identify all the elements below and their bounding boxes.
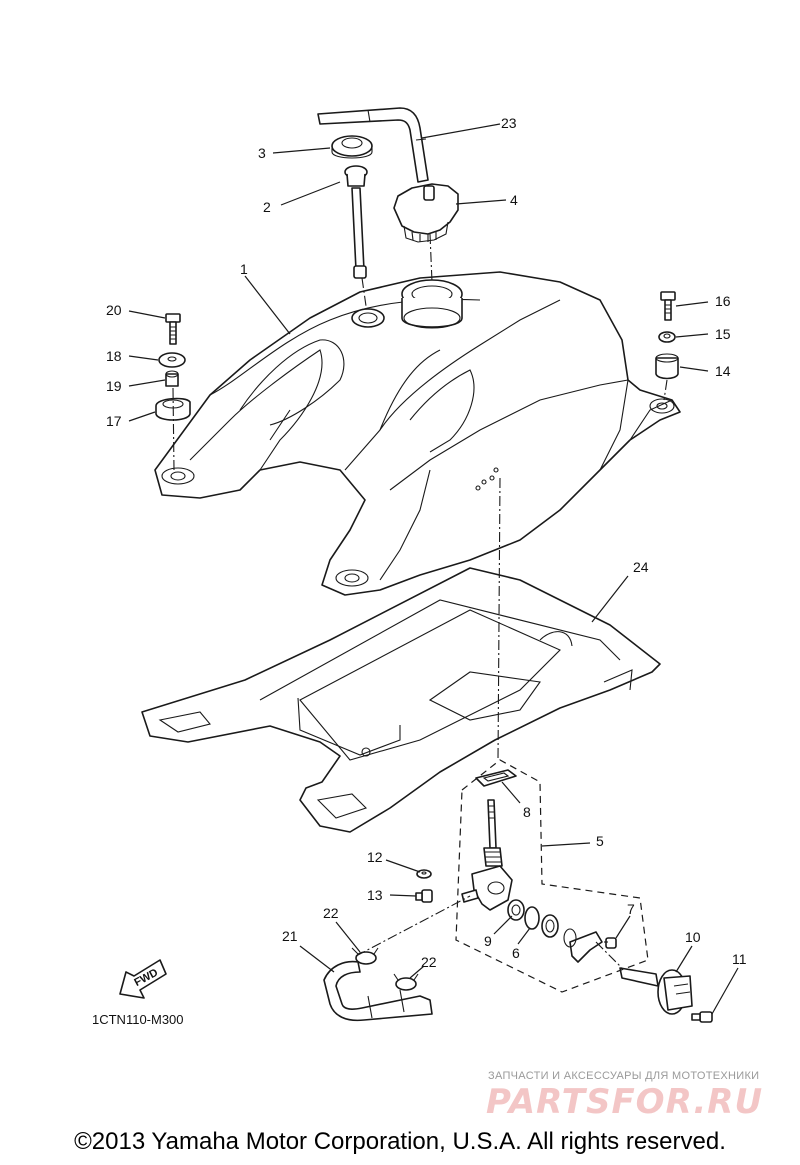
callout-1: 1 xyxy=(240,261,248,277)
part-8-gasket xyxy=(475,769,517,787)
part-10-lever xyxy=(619,967,693,1015)
part-20-bolt xyxy=(165,313,181,345)
callout-13: 13 xyxy=(367,887,383,903)
part-6b-valve-disc xyxy=(541,914,559,938)
part-9-seal xyxy=(507,899,525,921)
leader-lines xyxy=(128,123,739,1015)
part-24-tank-tray xyxy=(141,567,661,833)
part-lever-plate xyxy=(563,928,603,963)
callout-9: 9 xyxy=(484,933,492,949)
part-22a-clip xyxy=(351,947,379,965)
callout-3: 3 xyxy=(258,145,266,161)
callout-23: 23 xyxy=(501,115,517,131)
callout-6: 6 xyxy=(512,945,520,961)
callout-15: 15 xyxy=(715,326,731,342)
assembly-boundary-5 xyxy=(455,759,649,993)
callout-22b: 22 xyxy=(421,954,437,970)
part-7-screw xyxy=(604,937,617,949)
part-18-washer xyxy=(158,352,186,368)
callout-2: 2 xyxy=(263,199,271,215)
part-5-fuel-cock-assembly xyxy=(461,799,513,911)
callout-5: 5 xyxy=(596,833,604,849)
callout-8: 8 xyxy=(523,804,531,820)
part-19-collar xyxy=(165,370,179,387)
callout-18: 18 xyxy=(106,348,122,364)
alignment-line-left-mount xyxy=(172,387,175,471)
watermark-tagline: ЗАПЧАСТИ И АКСЕССУАРЫ ДЛЯ МОТОТЕХНИКИ xyxy=(488,1070,760,1082)
part-1-fuel-tank xyxy=(154,271,681,596)
part-14-damper xyxy=(655,353,679,380)
alignment-line-hose xyxy=(355,895,471,957)
part-21-fuel-hose xyxy=(323,960,433,1022)
part-22b-clip xyxy=(393,973,419,991)
alignment-line-tank-cock xyxy=(497,477,501,761)
callout-14: 14 xyxy=(715,363,731,379)
part-3-grommet xyxy=(331,135,373,159)
part-16-bolt xyxy=(660,291,676,321)
callout-7: 7 xyxy=(627,901,635,917)
callout-4: 4 xyxy=(510,192,518,208)
part-23-breather-hose xyxy=(317,107,429,183)
part-15-washer xyxy=(658,331,676,343)
part-4-fuel-cap xyxy=(393,183,459,243)
callout-16: 16 xyxy=(715,293,731,309)
callout-17: 17 xyxy=(106,413,122,429)
callout-22a: 22 xyxy=(323,905,339,921)
alignment-line-lever xyxy=(595,941,623,969)
part-2-fuel-gauge-rod xyxy=(344,165,368,279)
callout-11: 11 xyxy=(732,951,747,967)
drawing-code: 1CTN110-M300 xyxy=(92,1012,184,1027)
callout-12: 12 xyxy=(367,849,383,865)
callout-24: 24 xyxy=(633,559,649,575)
alignment-line-right-mount xyxy=(663,379,668,401)
alignment-line-cap xyxy=(429,233,433,283)
part-13-screw xyxy=(415,889,433,903)
part-12-washer xyxy=(416,869,432,879)
part-6-o-ring xyxy=(524,906,540,930)
callout-19: 19 xyxy=(106,378,122,394)
alignment-line-gauge xyxy=(361,277,367,307)
callout-10: 10 xyxy=(685,929,701,945)
callout-21: 21 xyxy=(282,928,298,944)
part-11-screw xyxy=(691,1011,713,1023)
watermark-logo: PARTSFOR.RU xyxy=(486,1082,764,1122)
fwd-arrow-icon: FWD xyxy=(119,959,167,999)
callout-20: 20 xyxy=(106,302,122,318)
copyright-notice: ©2013 Yamaha Motor Corporation, U.S.A. A… xyxy=(74,1128,726,1155)
